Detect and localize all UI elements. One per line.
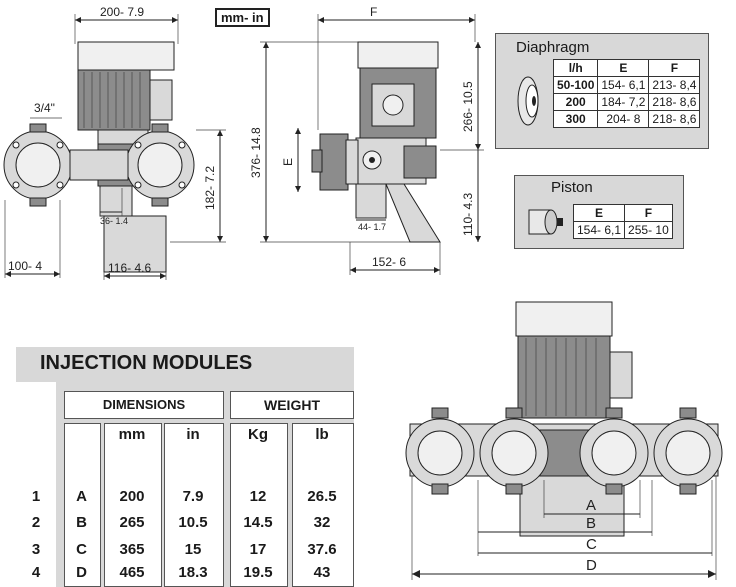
- dimensions-label: DIMENSIONS: [64, 391, 224, 419]
- diaphragm-header-E: E: [597, 59, 650, 77]
- dim-A: A: [586, 497, 596, 514]
- piston-icon: [528, 209, 563, 235]
- row-number: 4: [31, 564, 41, 581]
- diaphragm-cell: 184- 7,2: [597, 93, 650, 111]
- piston-header-F: F: [624, 204, 673, 222]
- col-letter: [64, 423, 101, 587]
- row-mm: 465: [119, 564, 145, 581]
- row-lb: 32: [313, 514, 331, 531]
- dim-small: 44- 1.7: [358, 222, 386, 232]
- dim-height-total: 376- 14.8: [249, 127, 263, 178]
- injection-left-bar: [16, 382, 56, 587]
- diaphragm-icon: [517, 76, 539, 126]
- header-in: in: [186, 426, 200, 443]
- injection-title: INJECTION MODULES: [40, 352, 253, 374]
- row-kg: 14.5: [243, 514, 273, 531]
- dim-pipe: 3/4": [34, 101, 55, 115]
- piston-title: Piston: [551, 179, 593, 196]
- diaphragm-cell: 154- 6,1: [597, 76, 650, 94]
- diaphragm-cell: 213- 8,4: [648, 76, 701, 94]
- col-lb: [292, 423, 354, 587]
- diaphragm-cell: 218- 8,6: [648, 110, 701, 128]
- piston-cell: 255- 10: [624, 221, 673, 239]
- piston-cell: 154- 6,1: [572, 221, 626, 239]
- dim-D: D: [586, 557, 597, 574]
- diaphragm-title: Diaphragm: [516, 39, 590, 56]
- dim-width-top: 200- 7.9: [100, 5, 144, 19]
- row-letter: C: [76, 541, 87, 558]
- diaphragm-cell: 218- 8,6: [648, 93, 701, 111]
- col-in: [164, 423, 224, 587]
- row-lb: 26.5: [307, 488, 337, 505]
- dim-height-side: 182- 7.2: [203, 166, 217, 210]
- row-number: 1: [31, 488, 41, 505]
- col-kg: [230, 423, 288, 587]
- row-kg: 17: [249, 541, 267, 558]
- header-mm: mm: [118, 426, 146, 443]
- front-view: 200- 7.9 3/4": [3, 5, 226, 280]
- header-kg: Kg: [248, 426, 268, 443]
- row-mm: 200: [119, 488, 145, 505]
- row-lb: 37.6: [307, 541, 337, 558]
- row-mm: 265: [119, 514, 145, 531]
- col-mm: [104, 423, 162, 587]
- dim-height-lower: 110- 4.3: [461, 193, 475, 236]
- row-letter: B: [76, 514, 87, 531]
- diaphragm-cell: 300: [552, 110, 599, 128]
- row-lb: 43: [313, 564, 331, 581]
- diaphragm-table: l/h E F 50-100 154- 6,1 213- 8,4 200 184…: [552, 59, 701, 128]
- row-in: 15: [184, 541, 202, 558]
- dim-base-depth: 152- 6: [372, 255, 406, 269]
- row-number: 2: [31, 514, 41, 531]
- row-kg: 12: [249, 488, 267, 505]
- row-number: 3: [31, 541, 41, 558]
- diaphragm-header-lh: l/h: [552, 59, 599, 77]
- piston-header-E: E: [572, 204, 626, 222]
- row-kg: 19.5: [243, 564, 273, 581]
- units-label: mm- in: [215, 8, 270, 27]
- row-letter: D: [76, 564, 87, 581]
- row-in: 18.3: [178, 564, 208, 581]
- module-view: A B C D: [405, 301, 723, 580]
- row-in: 7.9: [182, 488, 204, 505]
- dim-C: C: [586, 536, 597, 553]
- dim-F: F: [370, 5, 377, 19]
- side-view: F 376- 14.8 E 266- 10.5: [249, 5, 484, 275]
- dim-foot-width: 116- 4.6: [108, 261, 151, 275]
- diaphragm-cell: 200: [552, 93, 599, 111]
- diaphragm-cell: 50-100: [552, 76, 599, 94]
- dim-E: E: [281, 158, 295, 166]
- row-in: 10.5: [178, 514, 208, 531]
- diaphragm-cell: 204- 8: [597, 110, 650, 128]
- dim-base-width: 100- 4: [8, 259, 42, 273]
- dim-inner: 36- 1.4: [100, 216, 128, 226]
- weight-label: WEIGHT: [230, 391, 354, 419]
- dim-height-upper: 266- 10.5: [461, 81, 475, 132]
- row-mm: 365: [119, 541, 145, 558]
- piston-table: E F 154- 6,1 255- 10: [572, 204, 673, 239]
- header-lb: lb: [315, 426, 329, 443]
- diaphragm-header-F: F: [648, 59, 701, 77]
- dim-B: B: [586, 515, 596, 532]
- row-letter: A: [76, 488, 87, 505]
